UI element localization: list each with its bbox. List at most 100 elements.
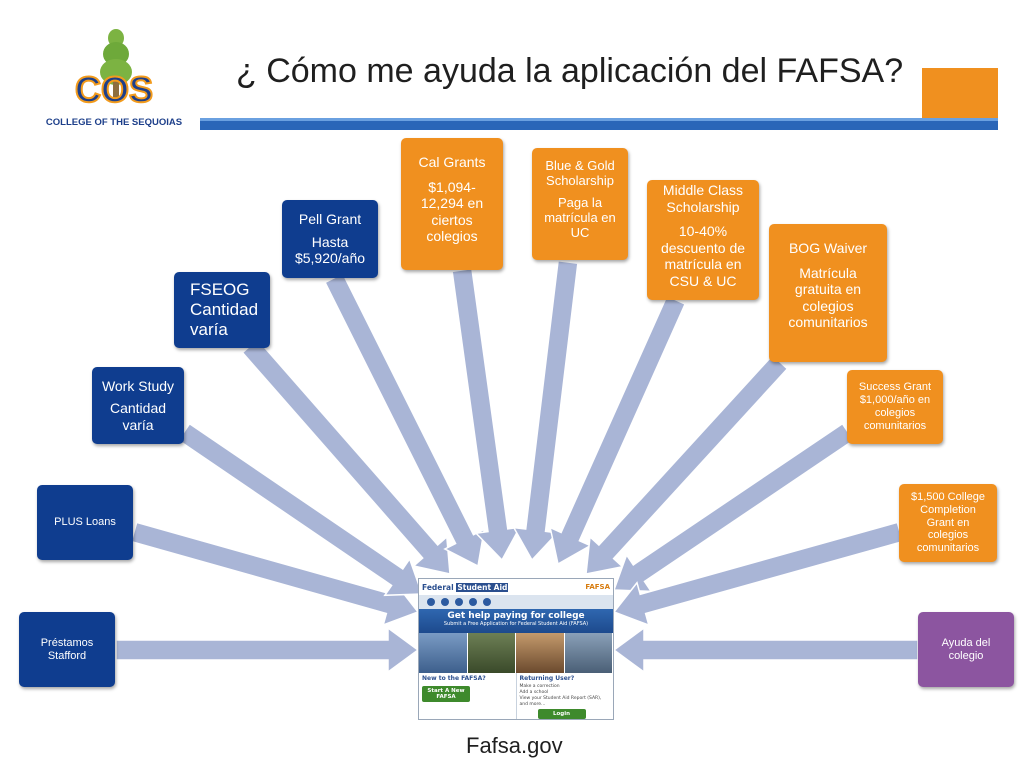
returning-item[interactable]: View your Student Aid Report (SAR), and … [519,695,602,707]
site-banner: Get help paying for college Submit a Fre… [419,609,613,633]
logo-subtitle: COLLEGE OF THE SEQUOIAS [46,117,182,128]
box-line: varía [122,416,154,433]
header-decoration-bar [200,68,998,130]
sequoia-tree-icon [100,29,132,99]
student-photo [419,633,468,673]
student-photo [467,633,516,673]
new-user-label: New to the FAFSA? [422,675,486,682]
box-line: varía [190,320,228,340]
site-lower: New to the FAFSA? Start A New FAFSA Retu… [419,673,613,719]
box-middle-class-scholarship: Middle Class Scholarship 10-40% descuent… [647,180,759,300]
box-line: descuento de [660,239,746,256]
arrow-work-study [177,422,424,597]
box-line: Grant en [926,516,970,529]
box-line: Success Grant [858,381,932,394]
site-brand-part: Federal [422,582,454,592]
home-icon [427,598,435,606]
box-line: 12,294 en [420,195,484,212]
college-of-the-sequoias-logo: COS COLLEGE OF THE SEQUOIAS [46,29,182,128]
caption-fafsa-gov: Fafsa.gov [466,733,563,758]
box-line: comunitarios [916,542,980,555]
box-line: Scholarship [546,173,614,189]
box-line: Matrícula [799,264,857,281]
question-icon [483,598,491,606]
box-line: colegios [802,297,854,314]
box-line: Cantidad [190,299,259,319]
arrow-blue-gold [512,259,579,562]
box-line: colegio [948,649,984,662]
info-icon [441,598,449,606]
box-line: Cal Grants [418,154,486,170]
arrow-completion-grant [612,521,904,627]
box-line: Middle Class [662,182,744,198]
box-line: Cantidad [109,400,167,417]
box-line: ciertos [431,211,473,228]
returning-user-column: Returning User? Make a correction Add a … [515,673,614,719]
box-line: colegios [426,228,478,245]
box-line: BOG Waiver [788,240,868,256]
box-line: Blue & Gold [545,158,615,173]
login-button[interactable]: Login [537,709,586,719]
box-line: Paga la [557,194,603,210]
box-pell-grant: Pell Grant Hasta $5,920/año [282,200,378,278]
box-bog-waiver: BOG Waiver Matrícula gratuita en colegio… [769,224,887,362]
arrow-bog-waiver [585,354,789,575]
arrow-plus-loans [130,521,420,627]
fafsa-website-screenshot: Federal Student Aid FAFSA Get help payin… [418,578,614,720]
start-new-fafsa-button[interactable]: Start A New FAFSA [422,686,470,702]
box-work-study: Work Study Cantidad varía [92,367,184,444]
box-prestamos-stafford: Préstamos Stafford [19,612,115,687]
box-line: $1,094- [428,178,476,195]
box-line: Scholarship [666,198,740,215]
returning-item[interactable]: Make a correction [519,684,560,689]
site-topbar: Federal Student Aid FAFSA [419,579,613,595]
box-line: $5,920/año [294,250,366,267]
returning-list: Make a correction Add a school View your… [520,684,611,707]
logo-mark: COS [75,69,153,110]
help-icon [469,598,477,606]
site-fafsa-tag: FAFSA [585,583,610,591]
box-line: Completion [920,503,976,516]
box-line: $1,500 College [910,490,985,503]
site-brand: Federal Student Aid [422,582,509,592]
calendar-icon [455,598,463,606]
page-title: ¿ Cómo me ayuda la aplicación del FAFSA? [236,52,904,90]
box-fseog: FSEOG Cantidad varía [174,272,270,348]
arrow-cal-grants [451,267,522,562]
site-subline: Submit a Free Application for Federal St… [443,621,589,627]
arrow-ayuda-del-colegio [612,626,919,674]
box-line: $1,000/año en [859,394,931,407]
box-line: CSU & UC [669,272,737,289]
arrow-middle-class [549,294,687,566]
box-line: Pell Grant [298,211,362,228]
site-nav [419,595,613,609]
box-line: PLUS Loans [54,516,116,529]
box-line: matrícula en [664,256,742,273]
box-success-grant: Success Grant $1,000/año en colegios com… [847,370,943,444]
student-photo [564,633,613,673]
box-college-completion-grant: $1,500 College Completion Grant en coleg… [899,484,997,562]
box-line: Ayuda del [941,636,991,649]
box-plus-loans: PLUS Loans [37,485,133,560]
box-line: gratuita en [794,281,862,298]
box-line: matrícula en [544,209,616,225]
new-user-column: New to the FAFSA? Start A New FAFSA [419,673,516,719]
arrow-pell-grant [324,272,486,568]
box-line: Hasta [311,233,349,250]
box-line: colegios [874,407,916,419]
arrow-prestamos-stafford [115,626,420,674]
box-blue-gold-scholarship: Blue & Gold Scholarship Paga la matrícul… [532,148,628,260]
box-line: 10-40% [678,223,728,240]
box-line: Stafford [47,649,87,662]
arrow-fseog [241,338,451,575]
site-headline: Get help paying for college [447,611,585,621]
box-cal-grants: Cal Grants $1,094- 12,294 en ciertos col… [401,138,503,270]
box-line: comunitarios [863,419,927,432]
box-line: UC [570,225,590,241]
box-line: Préstamos [40,636,94,649]
student-photo [516,633,565,673]
returning-item[interactable]: Add a school [519,689,549,695]
site-brand-part: Student Aid [456,582,509,592]
box-ayuda-del-colegio: Ayuda del colegio [918,612,1014,687]
